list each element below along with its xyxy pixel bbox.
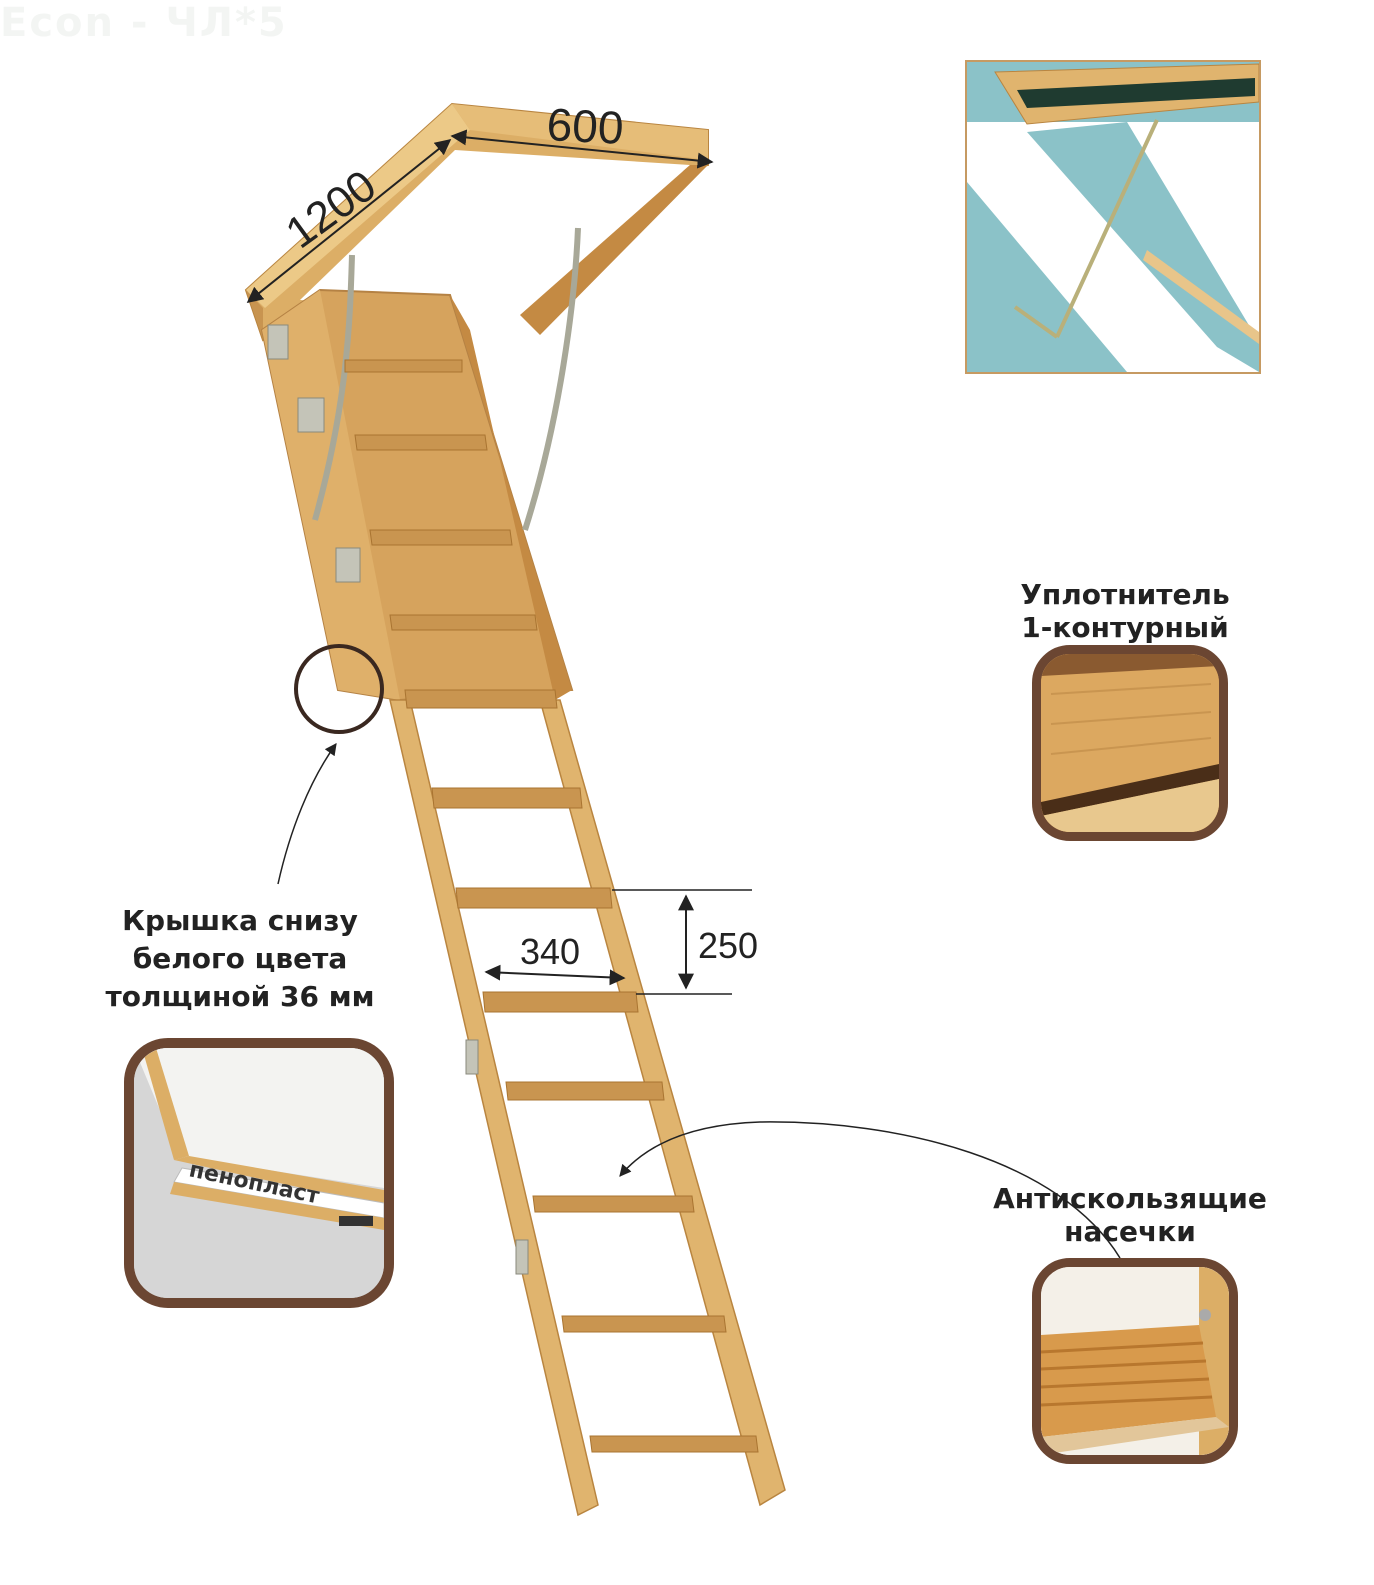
anti-slip-callout-pointer [619, 1121, 1121, 1259]
seal-detail-inset [1032, 645, 1228, 841]
dim-600-text: 600 [545, 98, 624, 154]
dim-600-line [450, 129, 714, 169]
lid-callout-circle [294, 644, 384, 734]
lid-callout-pointer [277, 743, 337, 885]
lid-label-line2: белого цвета [132, 942, 348, 975]
seal-label-line1: Уплотнитель [1020, 578, 1230, 611]
anti-slip-label: Антискользящие насечки [980, 1182, 1280, 1248]
dim-1200-line [246, 138, 452, 304]
hatch-lid-section [260, 288, 574, 702]
product-title: Econ - ЧЛ*5 [0, 0, 288, 46]
ladder-steps [344, 359, 759, 1453]
dim-340-text: 340 [520, 931, 580, 972]
anti-slip-detail-inset [1032, 1258, 1238, 1464]
arm-detail-inset [965, 60, 1261, 374]
lid-label-line3: толщиной 36 мм [105, 980, 375, 1013]
lid-label-line1: Крышка снизу [122, 904, 358, 937]
ladder-rails [389, 699, 786, 1517]
dim-250-text: 250 [698, 925, 758, 966]
anti-slip-label-line2: насечки [1064, 1215, 1196, 1248]
lid-detail-inset: пенопласт [124, 1038, 394, 1308]
dim-340-line [484, 964, 626, 986]
anti-slip-label-line1: Антискользящие [993, 1182, 1267, 1215]
seal-label: Уплотнитель 1-контурный [1000, 578, 1250, 644]
seal-label-line2: 1-контурный [1021, 611, 1229, 644]
lid-label: Крышка снизу белого цвета толщиной 36 мм [80, 902, 400, 1016]
metal-hinges [267, 324, 529, 1275]
